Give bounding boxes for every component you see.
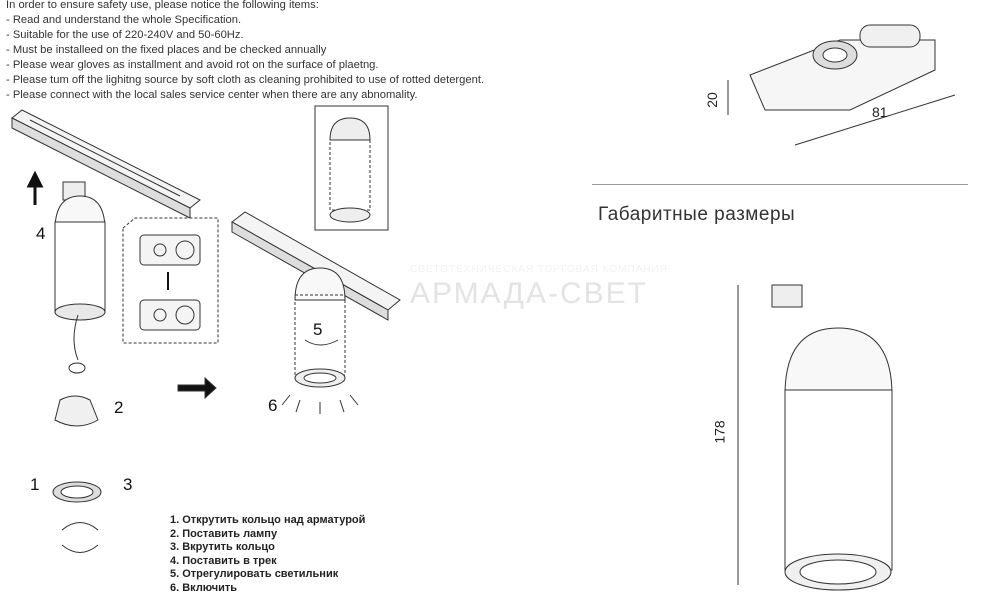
safety-item: - Please tum off the lighitng source by … [6, 74, 485, 86]
safety-intro: In order to ensure safety use, please no… [6, 0, 319, 11]
step-item: 5. Отрегулировать светильник [170, 568, 339, 581]
watermark-tagline: СВЕТОТЕХНИЧЕСКАЯ ТОРГОВАЯ КОМПАНИЯ [410, 264, 668, 275]
luminaire-exploded [52, 181, 106, 553]
track-rail [11, 109, 201, 219]
step-number-2: 2 [114, 398, 124, 417]
step-item: 3. Вкрутить кольцо [170, 541, 275, 554]
watermark-brand: АРМАДА-СВЕТ [410, 277, 649, 310]
detail-inset [122, 217, 219, 344]
step-number-6: 6 [268, 396, 278, 415]
dimensions-title: Габаритные размеры [598, 204, 796, 225]
top-inset [314, 105, 389, 231]
safety-item: - Read and understand the whole Specific… [6, 14, 242, 26]
step-item: 2. Поставить лампу [170, 527, 278, 540]
step-item: 6. Включить [170, 581, 238, 594]
safety-item: - Suitable for the use of 220-240V and 5… [6, 29, 244, 41]
safety-item: - Please wear gloves as installment and … [6, 59, 379, 71]
dimension-total-height: 178 [711, 420, 728, 444]
dimension-adapter-height: 20 [703, 92, 720, 108]
step-number-1: 1 [30, 475, 40, 494]
step-number-4: 4 [36, 224, 46, 243]
step-item: 4. Поставить в трек [170, 554, 277, 567]
watermark: СВЕТОТЕХНИЧЕСКАЯ ТОРГОВАЯ КОМПАНИЯ АРМАД… [410, 264, 668, 311]
step-number-5: 5 [313, 320, 323, 339]
divider [592, 184, 968, 185]
safety-notice: In order to ensure safety use, please no… [6, 0, 484, 103]
step-item: 1. Открутить кольцо над арматурой [170, 514, 366, 526]
safety-item: - Must be installeed on the fixed places… [6, 44, 327, 56]
adapter-drawing [727, 24, 956, 146]
luminaire-assembled [231, 211, 401, 414]
step-number-3: 3 [123, 475, 133, 494]
arrow-up-icon [26, 170, 44, 205]
installation-steps: 1. Открутить кольцо над арматурой 2. Пос… [170, 514, 365, 596]
arrow-right-icon [177, 376, 217, 400]
luminaire-dimension-drawing [737, 284, 893, 591]
safety-item: - Please connect with the local sales se… [6, 89, 418, 101]
dimension-adapter-length: 81 [872, 104, 888, 120]
